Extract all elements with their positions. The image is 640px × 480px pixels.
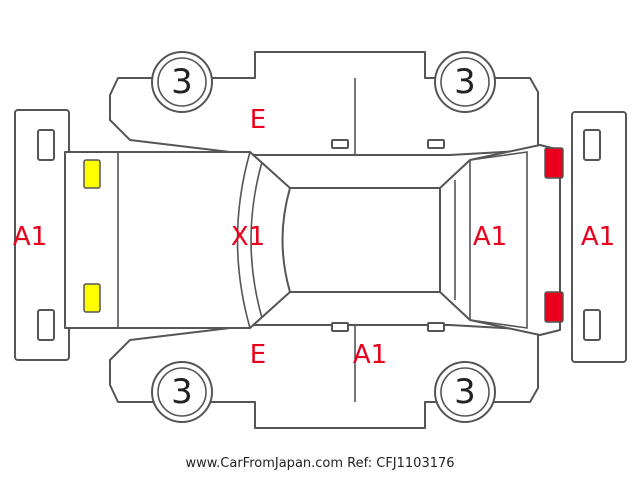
code-lower-front-door: E — [250, 340, 266, 370]
wheel-rear-left-grade: 3 — [171, 372, 193, 412]
main-body-top-view — [64, 144, 561, 336]
code-hood: X1 — [231, 222, 265, 252]
wheel-rear-left: 3 — [151, 361, 213, 423]
front-lamp-lower — [83, 283, 101, 313]
upper-side-body — [109, 51, 539, 156]
rear-bumper — [571, 111, 627, 363]
wheel-front-right: 3 — [434, 51, 496, 113]
wheel-front-right-grade: 3 — [454, 62, 476, 102]
car-condition-diagram: 3 3 3 3 A1 X1 A1 A1 E E A1 — [13, 51, 627, 429]
front-lamp-upper — [83, 159, 101, 189]
rear-lamp-lower — [544, 291, 564, 323]
code-rear-bumper: A1 — [581, 222, 615, 252]
reference-footer: www.CarFromJapan.com Ref: CFJ1103176 — [185, 456, 455, 471]
wheel-front-left: 3 — [151, 51, 213, 113]
code-front-bumper: A1 — [13, 222, 47, 252]
wheel-front-left-grade: 3 — [171, 62, 193, 102]
wheel-rear-right-grade: 3 — [454, 372, 476, 412]
code-roof: A1 — [473, 222, 507, 252]
code-lower-rear-door: A1 — [353, 340, 387, 370]
wheel-rear-right: 3 — [434, 361, 496, 423]
rear-lamp-upper — [544, 147, 564, 179]
code-upper-front-door: E — [250, 105, 266, 135]
